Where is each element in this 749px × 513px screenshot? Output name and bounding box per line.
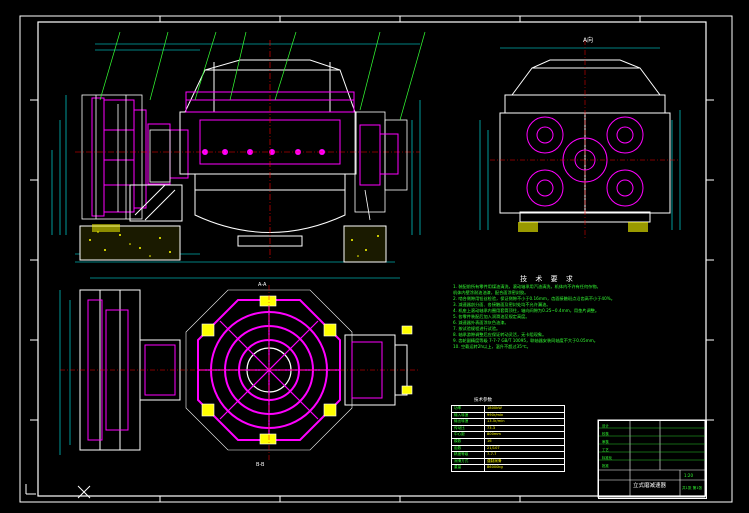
title-block-cell: 审核: [602, 440, 609, 444]
inner-border: [37, 21, 707, 497]
param-name: 齿数: [452, 445, 485, 452]
param-name: 中心距: [452, 432, 485, 438]
param-value: 21/107: [487, 445, 500, 450]
note-line: 7. 按试验规程进行试验。: [453, 326, 501, 331]
param-name: 重量: [452, 465, 485, 471]
note-line: 2. 啮合侧隙用铅丝检验，保证侧隙不小于0.16mm，齿面接触斑点沿齿高不小于4…: [453, 296, 615, 301]
param-name: 输入转速: [452, 412, 485, 419]
param-value: 73.3: [487, 425, 496, 430]
note-line: 5. 各零件装配后加入润滑油至规定高度。: [453, 314, 530, 319]
param-name: 功率: [452, 406, 485, 412]
bottom-mid-label: B-B: [256, 462, 265, 468]
note-line: 6. 減速器外表面涂灰色油漆。: [453, 320, 509, 325]
param-value: 13.5r/min: [487, 419, 505, 424]
param-value: 16: [487, 438, 492, 443]
param-value: 7-7-7: [487, 452, 497, 457]
param-value: 强制润滑: [487, 458, 502, 463]
side-view-label: A向: [583, 36, 593, 44]
note-line: 9. 齿轮副精度等级 7-7-7 GB/T 10095，联轴器安装同轴度不大于0…: [453, 338, 598, 343]
ucs-icon: [25, 484, 91, 499]
title-block-cell: 工艺: [602, 448, 609, 452]
title-block-rows: [598, 427, 705, 461]
param-value: 1800kW: [487, 406, 502, 410]
param-name: 传动比: [452, 425, 485, 432]
params-title: 技术参数: [474, 398, 492, 403]
note-line: 3. 减速器剖分面、各接触面及密封处均不允许漏油。: [453, 302, 551, 307]
notes-title: 技 术 要 求: [520, 275, 576, 283]
drawing-scale: 1:20: [684, 473, 693, 478]
param-name: 精度等级: [452, 452, 485, 458]
top-view: [59, 277, 420, 460]
param-name: 输出转速: [452, 419, 485, 425]
param-name: 润滑方式: [452, 458, 485, 465]
params-row: 润滑方式强制润滑: [452, 458, 564, 466]
param-value: 800mm: [487, 432, 501, 437]
outer-border: [19, 15, 733, 503]
front-view: [51, 31, 426, 263]
param-name: 模数: [452, 438, 485, 445]
note-line: 8. 轴承游隙调整后应保证转动灵活，无卡阻现象。: [453, 332, 547, 337]
border-ticks: [30, 16, 714, 502]
title-block-cell: 校核: [602, 432, 609, 436]
top-left-label: A-A: [258, 282, 267, 288]
note-line: 机体内壁涂耐油油漆，配合面涂密封胶。: [453, 290, 529, 295]
title-block-cell: 设计: [602, 424, 609, 428]
note-line: 1. 装配前所有零件用煤油清洗，滚动轴承用汽油清洗，机体内不许有任何杂物。: [453, 284, 601, 289]
title-block: 设计校核审核工艺标准化批准: [598, 420, 707, 499]
param-value: 990r/min: [487, 412, 504, 417]
title-block-cell: 批准: [602, 464, 609, 468]
technical-notes: 技 术 要 求 1. 装配前所有零件用煤油清洗，滚动轴承用汽油清洗，机体内不许有…: [453, 276, 643, 350]
title-block-cell: 标准化: [602, 456, 613, 460]
drawing-name: 立式磨减速器: [633, 483, 667, 489]
note-line: 4. 机座上滚动轴承内圈用套筒顶住，轴向间隙为0.25~0.4mm，用垫片调整。: [453, 308, 600, 313]
side-view: [479, 40, 681, 240]
note-line: 10. 空载运转2h以上，温升不超过35℃。: [453, 344, 531, 349]
drawing-sheet: 共1张 第1张: [682, 486, 703, 490]
param-value: 86000kg: [487, 465, 503, 470]
